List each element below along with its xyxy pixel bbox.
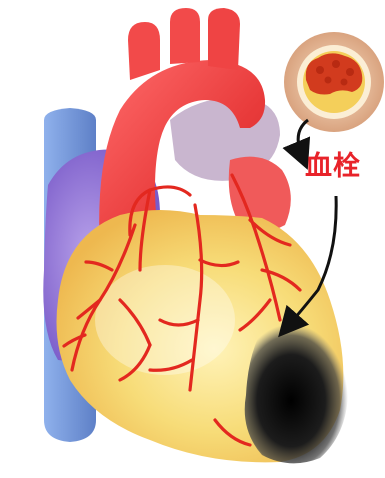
thrombus-label: 血栓 bbox=[305, 144, 369, 183]
aortic-branch-1 bbox=[128, 22, 160, 80]
aortic-branch-3 bbox=[208, 8, 240, 70]
ventricle-highlight bbox=[95, 265, 235, 375]
clot-cross-section bbox=[284, 32, 384, 132]
aortic-branch-2 bbox=[170, 8, 200, 64]
